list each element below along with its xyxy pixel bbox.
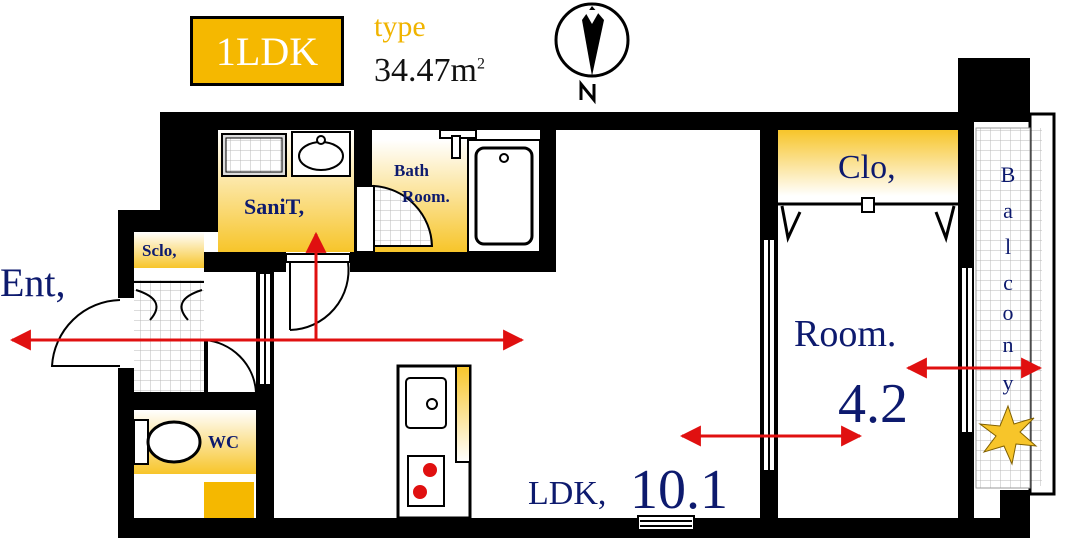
balcony-label: B a l c o n y — [1001, 162, 1016, 395]
clo-label: Clo, — [838, 149, 896, 186]
wall-balcony-base — [1000, 490, 1030, 538]
wall-sclo-wc-divider — [134, 392, 256, 410]
wall-bath-frame-right — [540, 112, 556, 272]
sanit-door-leaf — [285, 253, 351, 263]
area-label: 34.47m2 — [374, 52, 485, 90]
dimension-arrows — [9, 231, 1043, 447]
compass — [554, 2, 630, 105]
bath-label-1: Bath — [394, 161, 430, 180]
wall-left-upper — [160, 112, 218, 212]
layout-type-badge: 1LDK — [190, 16, 344, 86]
closet-door-r — [934, 205, 956, 243]
area-value: 34.47m — [374, 52, 477, 89]
wall-top — [160, 112, 960, 130]
balcony-sun-icon — [978, 404, 1038, 466]
compass-needle-right — [592, 6, 604, 76]
entrance-opening — [118, 298, 134, 368]
ldk-window — [637, 515, 695, 531]
sink-basin — [298, 141, 344, 171]
compass-notch — [584, 10, 600, 24]
wc-label: WC — [208, 432, 239, 452]
wall-left-lower — [118, 210, 134, 538]
ent-label: Ent, — [0, 260, 66, 305]
balcony-letter-2: a — [1003, 198, 1013, 223]
sliding-door-ldk — [260, 240, 972, 470]
sclo-label: Sclo, — [142, 241, 176, 260]
closet-door-l — [780, 205, 802, 243]
sclo-floor — [134, 232, 204, 268]
room-size: 4.2 — [838, 373, 908, 435]
bath-room — [355, 129, 541, 253]
compass-needle-left — [582, 6, 592, 76]
shower-pipe — [451, 135, 461, 159]
wall-hall-right — [256, 268, 274, 518]
room-labels: SaniT, Bath Room. Sclo, Ent, WC Clo, Roo… — [0, 149, 1015, 521]
sanit-door — [285, 252, 351, 331]
entrance-door-swing — [50, 299, 121, 367]
slide-track-1 — [764, 240, 768, 470]
inner-door-leaf — [204, 340, 208, 392]
balcony-letter-1: B — [1001, 162, 1016, 187]
wall-ldk-room-divider — [760, 128, 778, 518]
hall-slide-1 — [260, 274, 264, 384]
closet-floor — [778, 130, 958, 196]
sink-faucet — [316, 135, 326, 145]
kitchen-counter — [396, 364, 472, 520]
layout-type-text: 1LDK — [215, 28, 319, 74]
bathtub-drain — [499, 153, 509, 163]
closet-rail-center — [861, 197, 875, 213]
wc-room — [133, 410, 256, 518]
sanit-label: SaniT, — [244, 194, 304, 219]
toilet-tank — [133, 419, 149, 465]
sanit-room — [218, 130, 354, 252]
room-slide-1 — [962, 268, 966, 432]
closet-door-right — [180, 289, 203, 321]
kitchen-sink — [405, 377, 447, 429]
stove-burner-bottom — [411, 483, 429, 501]
balcony-letter-6: n — [1003, 332, 1014, 357]
balcony-letter-7: y — [1003, 370, 1014, 395]
room-slide-2 — [968, 268, 972, 432]
sanit-door-swing — [289, 261, 350, 331]
counter-back — [455, 365, 471, 463]
entry-tile — [134, 280, 204, 392]
compass-n-mark — [579, 79, 596, 105]
closet-door-left — [135, 289, 158, 321]
entrance-inner-swing — [203, 339, 257, 393]
bath-door-swing — [373, 184, 434, 247]
bath-label-2: Room. — [402, 187, 450, 206]
wall-right-block — [958, 58, 1030, 122]
balcony — [975, 112, 1056, 496]
stove-burner-top — [421, 461, 439, 479]
type-label: type — [374, 10, 426, 43]
ldk-size: 10.1 — [630, 459, 728, 521]
toilet-bowl — [146, 420, 202, 464]
balcony-letter-4: c — [1003, 270, 1013, 295]
room-label: Room. — [794, 313, 896, 355]
ldk-label: LDK, — [528, 475, 606, 512]
bathtub — [474, 146, 534, 246]
wall-left-step — [118, 210, 218, 232]
slide-track-2 — [770, 240, 774, 470]
kitchen-drain — [426, 398, 438, 410]
wall-bottom — [118, 518, 1030, 538]
closet — [778, 130, 958, 243]
washer-pan-inner — [225, 137, 283, 173]
wc-storage — [204, 482, 254, 518]
bath-door-leaf — [355, 185, 375, 253]
balcony-letter-3: l — [1005, 234, 1011, 259]
area-unit-sup: 2 — [476, 55, 485, 73]
hall-slide-2 — [266, 274, 270, 384]
balcony-letter-5: o — [1003, 300, 1014, 325]
